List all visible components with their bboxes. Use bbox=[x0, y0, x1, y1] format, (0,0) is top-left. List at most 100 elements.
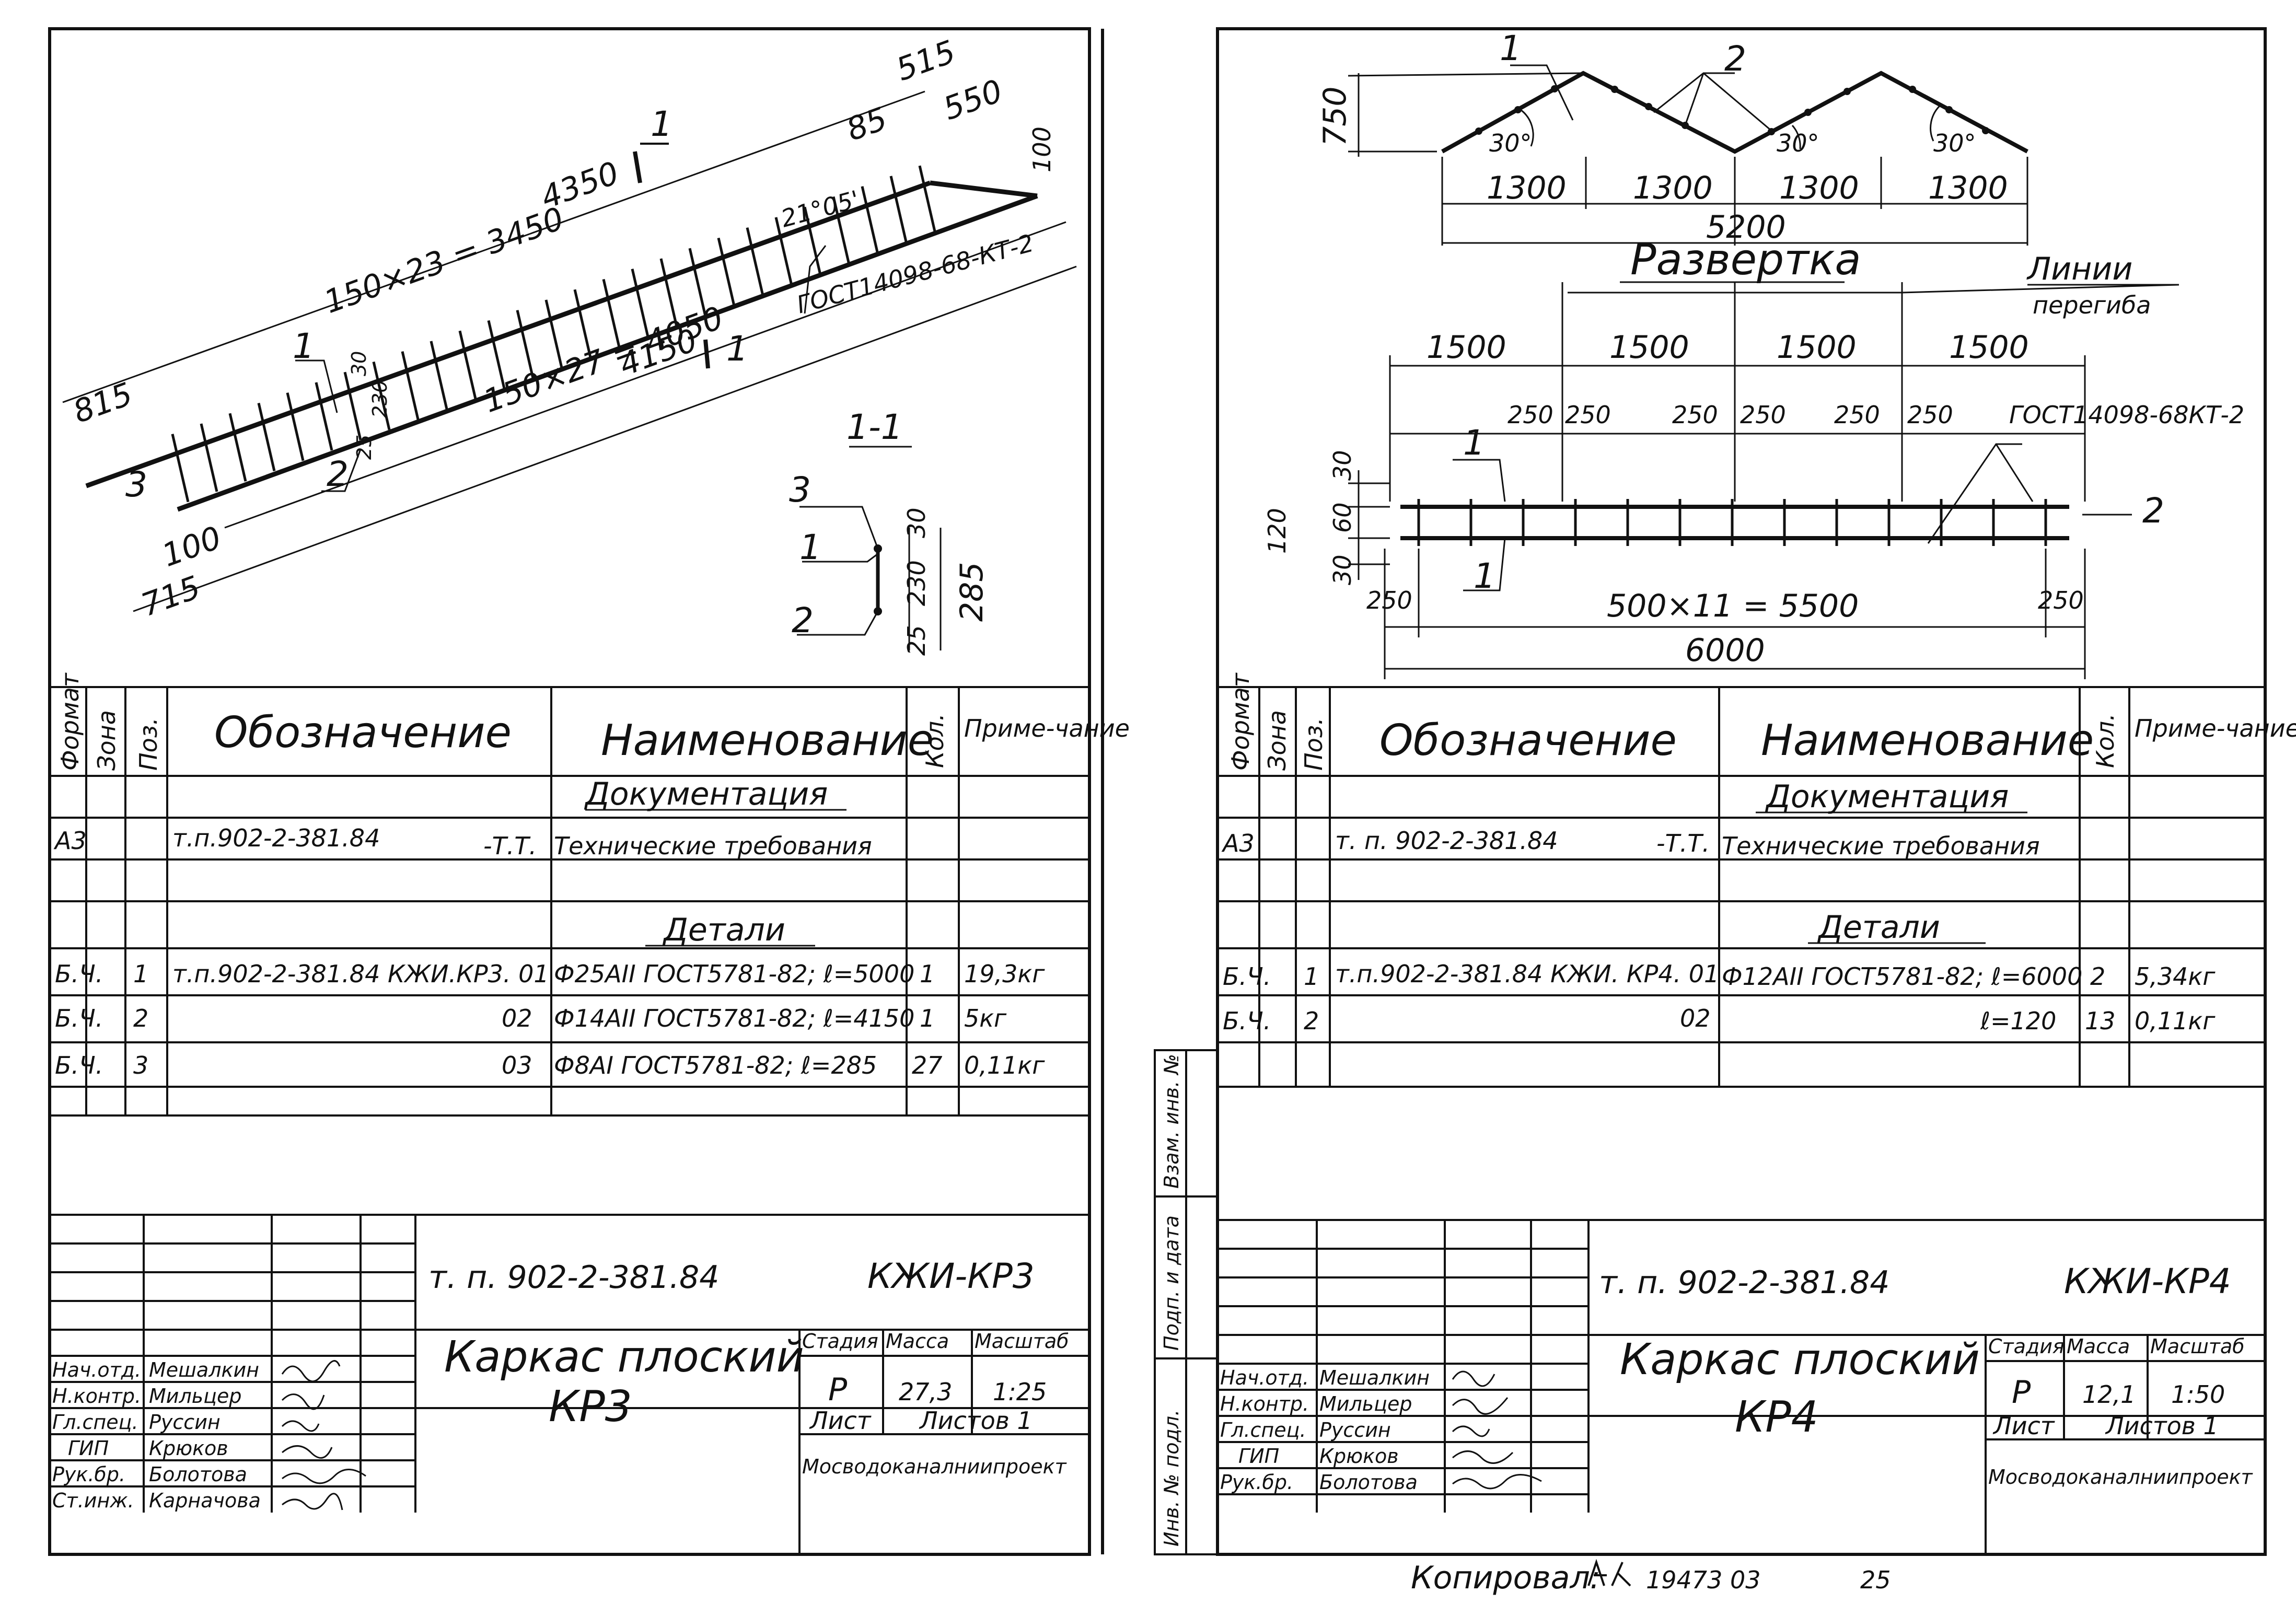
r-hdr-format: Формат bbox=[1226, 672, 1255, 771]
documentation-title: Документация bbox=[584, 776, 828, 812]
stamp-podp: Подп. и дата bbox=[1160, 1215, 1183, 1351]
flat-end250-left: 250 bbox=[1366, 586, 1412, 614]
flat-end250-right: 250 bbox=[2038, 586, 2084, 614]
r-row2-qty: 13 bbox=[2085, 1007, 2116, 1035]
seg1500-2: 1500 bbox=[1609, 329, 1689, 366]
cut-label-top: 1 bbox=[651, 104, 672, 144]
stirrup bbox=[803, 206, 822, 275]
stirrup bbox=[516, 310, 535, 379]
tb-sheets-label: Листов 1 bbox=[919, 1407, 1033, 1435]
dim-25: 25 bbox=[353, 435, 376, 460]
hdr-zone: Зона bbox=[92, 710, 121, 771]
tb-person-0: Мешалкин bbox=[149, 1358, 259, 1381]
tb-person-3: Крюков bbox=[149, 1437, 228, 1460]
r-hdr-qty: Кол. bbox=[2091, 713, 2119, 768]
bar-pos1-end bbox=[930, 180, 1038, 199]
tb-name-2: КР3 bbox=[549, 1382, 632, 1432]
flat-d30a: 30 bbox=[1328, 450, 1356, 481]
dim-715: 715 bbox=[136, 569, 205, 624]
r-tb-role-1: Н.контр. bbox=[1220, 1392, 1309, 1415]
dim-550: 550 bbox=[938, 73, 1007, 127]
tb-stage: Р bbox=[828, 1371, 848, 1408]
r-hdr-note: Приме-чание bbox=[2135, 714, 2296, 742]
tb-role-2: Гл.спец. bbox=[52, 1411, 138, 1434]
s250-2: 250 bbox=[1565, 401, 1611, 429]
s250-1: 250 bbox=[1508, 401, 1553, 429]
stirrup bbox=[401, 351, 420, 420]
bent-bar bbox=[1441, 71, 2028, 154]
tb-role-0: Нач.отд. bbox=[52, 1358, 141, 1381]
doc-suffix: -Т.Т. bbox=[483, 832, 537, 860]
pos-1-label: 1 bbox=[293, 326, 315, 366]
r-row2-note: 0,11кг bbox=[2135, 1007, 2216, 1035]
hdr-pos: Поз. bbox=[134, 717, 163, 771]
r-tb-mass: 12,1 bbox=[2082, 1380, 2136, 1409]
tb-mass: 27,3 bbox=[899, 1378, 952, 1406]
row1-name: Ф25АII ГОСТ5781-82; ℓ=5000 bbox=[554, 960, 914, 988]
section-p2: 2 bbox=[792, 600, 814, 641]
stirrup bbox=[631, 269, 650, 338]
r-tb-person-4: Болотова bbox=[1319, 1471, 1418, 1494]
footer: Копировал: 19473 03 25 bbox=[1411, 1559, 1891, 1596]
r-tb-org: Мосводоканалниипроект bbox=[1988, 1466, 2254, 1489]
bar-pos3 bbox=[85, 180, 931, 489]
seg-4: 1300 bbox=[1928, 170, 2008, 206]
dim-3450: 150×23 = 3450 bbox=[319, 200, 569, 321]
stirrup bbox=[257, 402, 276, 472]
row2-name: Ф14АII ГОСТ5781-82; ℓ=4150 bbox=[554, 1004, 914, 1032]
stirrup bbox=[717, 237, 736, 307]
r-tb-sheet-label: Лист bbox=[1992, 1412, 2055, 1440]
r-tb-mass-label: Масса bbox=[2067, 1335, 2130, 1358]
stirrup bbox=[832, 196, 851, 265]
flat-mid: 500×11 = 5500 bbox=[1607, 588, 1859, 624]
dim-85: 85 bbox=[842, 100, 892, 148]
row1-note: 19,3кг bbox=[964, 960, 1045, 988]
tb-person-5: Карначова bbox=[149, 1489, 261, 1512]
bend-line-2: перегиба bbox=[2033, 291, 2151, 319]
doc-format: А3 bbox=[53, 827, 87, 855]
section-p1: 1 bbox=[799, 527, 821, 567]
stirrup bbox=[487, 320, 506, 389]
r-row1-format: Б.Ч. bbox=[1223, 962, 1271, 991]
sheet-frames bbox=[48, 27, 2267, 1556]
row2-note: 5кг bbox=[964, 1004, 1007, 1032]
stirrup bbox=[430, 341, 448, 410]
tb-person-2: Руссин bbox=[149, 1411, 221, 1434]
row1-qty: 1 bbox=[920, 960, 935, 988]
flat-pos-1a: 1 bbox=[1463, 423, 1485, 463]
r-tb-role-2: Гл.спец. bbox=[1220, 1419, 1306, 1442]
r-row1-designation: т.п.902-2-381.84 КЖИ. КР4. 01 bbox=[1335, 960, 1719, 988]
r-row2-format: Б.Ч. bbox=[1223, 1007, 1271, 1035]
row1-designation: т.п.902-2-381.84 КЖИ.КР3. 01 bbox=[172, 960, 549, 988]
bend-line-1: Линии bbox=[2026, 251, 2132, 287]
side-stamps: Взам. инв. № Подп. и дата Инв. № подл. bbox=[1154, 1049, 1219, 1555]
r-tb-role-0: Нач.отд. bbox=[1220, 1366, 1309, 1389]
stirrup bbox=[889, 176, 908, 245]
r-tb-person-2: Руссин bbox=[1319, 1419, 1391, 1442]
r-tb-scale: 1:50 bbox=[2171, 1380, 2225, 1409]
r-tb-person-0: Мешалкин bbox=[1319, 1366, 1430, 1389]
s250-5: 250 bbox=[1834, 401, 1880, 429]
row3-format: Б.Ч. bbox=[55, 1051, 103, 1079]
r-tb-person-3: Крюков bbox=[1319, 1445, 1399, 1468]
right-spec-table: Формат Зона Поз. Обозначение Наименовани… bbox=[1217, 672, 2296, 1088]
tb-role-5: Ст.инж. bbox=[52, 1489, 134, 1512]
hdr-name: Наименование bbox=[601, 716, 934, 765]
flat-pos-1b: 1 bbox=[1474, 556, 1495, 596]
seg1500-1: 1500 bbox=[1427, 329, 1506, 366]
leader-1 bbox=[295, 359, 338, 413]
tb-scale: 1:25 bbox=[993, 1378, 1047, 1406]
row2-format: Б.Ч. bbox=[55, 1004, 103, 1032]
stirrup bbox=[861, 186, 879, 255]
leader-gost bbox=[804, 245, 827, 314]
r-tb-name-1: Каркас плоский bbox=[1620, 1335, 1980, 1385]
section-mark-bottom bbox=[703, 339, 710, 369]
row3-note: 0,11кг bbox=[964, 1051, 1045, 1079]
r-tb-stage: Р bbox=[2012, 1374, 2031, 1411]
r-row1-qty: 2 bbox=[2090, 962, 2105, 991]
r-doc-suffix: -Т.Т. bbox=[1656, 829, 1710, 857]
left-spec-table: Формат Зона Поз. Обозначение Наименовани… bbox=[50, 672, 1130, 1117]
flat-total: 6000 bbox=[1685, 632, 1765, 669]
signatures-left bbox=[281, 1360, 366, 1510]
